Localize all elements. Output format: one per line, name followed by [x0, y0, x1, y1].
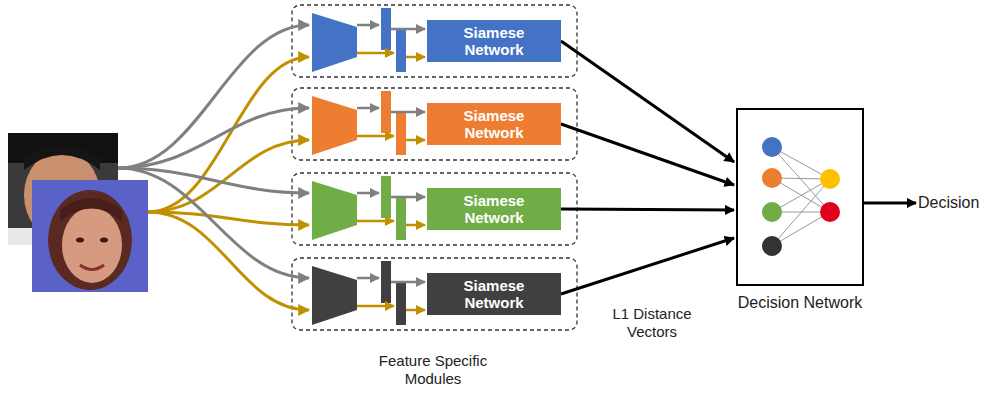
module-title: Siamese Network [454, 192, 534, 226]
connector-arrow [561, 41, 734, 162]
feature-module [292, 258, 577, 330]
input-arrow [148, 57, 309, 212]
module-title: Siamese Network [454, 107, 534, 141]
node-heading: Decision Network [708, 294, 892, 312]
output-text: Decision [918, 193, 979, 213]
decision-network-box: Decision Network [736, 108, 864, 286]
neural-net-icon [738, 110, 862, 284]
siamese-network-box: Siamese Network [427, 103, 561, 145]
face-photo [32, 180, 148, 292]
annotation-label: L1 Distance Vectors [596, 305, 708, 341]
input-arrow [118, 168, 309, 278]
feature-module [292, 5, 577, 77]
siamese-network-box: Siamese Network [427, 273, 561, 315]
output-node: Decision [918, 193, 979, 213]
siamese-network-box: Siamese Network [427, 20, 561, 62]
connector-arrow [561, 209, 734, 210]
feature-module [292, 173, 577, 245]
input-arrow [148, 212, 309, 225]
connector-arrow [561, 238, 734, 294]
feature-module [292, 88, 577, 160]
input-arrow [118, 25, 309, 168]
siamese-network-box: Siamese Network [427, 188, 561, 230]
connector-arrow [561, 124, 734, 185]
input-arrow [148, 212, 309, 310]
input-arrow [118, 108, 309, 168]
connector-arrow [864, 202, 916, 205]
module-title: Siamese Network [454, 24, 534, 58]
input-arrow [148, 140, 309, 212]
annotation-label: Feature Specific Modules [358, 352, 508, 388]
module-title: Siamese Network [454, 277, 534, 311]
